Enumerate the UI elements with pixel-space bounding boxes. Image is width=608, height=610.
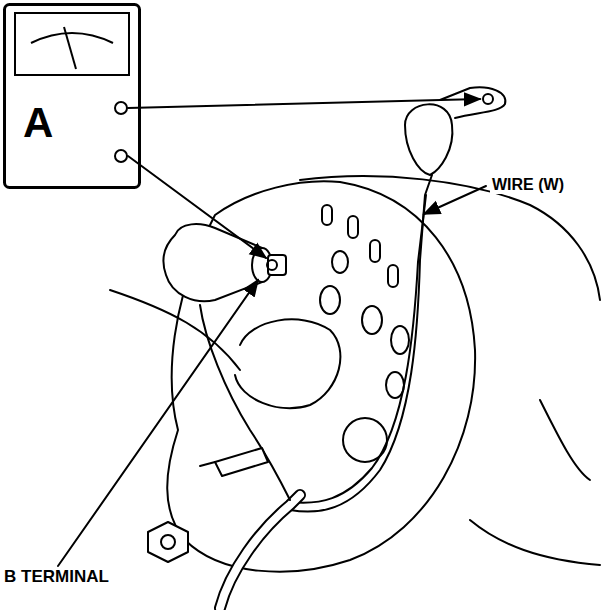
leader-line (424, 186, 486, 214)
connector-plug (215, 448, 268, 476)
vent-slot (388, 265, 398, 287)
terminal-wire (200, 305, 290, 500)
rear-hub (235, 319, 340, 408)
wire-harness (220, 495, 300, 608)
loose-wire (110, 290, 240, 370)
vent-hole (391, 326, 409, 354)
vent-slot (322, 205, 332, 225)
meter-terminal (115, 102, 127, 114)
meter-case (5, 5, 140, 188)
wire-harness (220, 495, 300, 608)
ring-hole (483, 94, 493, 104)
terminal-stud (267, 260, 277, 270)
vent-hole (332, 251, 348, 273)
part-label: B TERMINAL (2, 568, 111, 587)
test-lead (128, 99, 480, 108)
dial-scale (31, 33, 113, 43)
ring-terminal (440, 87, 505, 118)
wire-w (290, 195, 426, 503)
vent-hole (320, 286, 340, 314)
wire-w (290, 175, 432, 512)
bolt-head (161, 535, 175, 549)
housing-outline (470, 520, 600, 565)
meter-body (3, 3, 141, 189)
terminal-cover (163, 224, 262, 301)
vent-hole (362, 306, 382, 334)
plug-pin (200, 462, 215, 466)
leader-line (58, 280, 258, 566)
terminal-nut (268, 255, 286, 275)
ammeter: A (3, 3, 141, 189)
mounting-bolt (148, 522, 188, 562)
vent-slot (348, 216, 358, 238)
meter-dial (15, 13, 129, 75)
test-lead (128, 156, 266, 258)
meter-symbol: A (23, 99, 53, 147)
part-label: WIRE (W) (490, 176, 566, 194)
rubber-boot (405, 104, 452, 175)
meter-terminal (115, 150, 127, 162)
dial-needle (64, 27, 76, 69)
housing-outline (540, 400, 590, 480)
vent-slot (370, 240, 380, 262)
